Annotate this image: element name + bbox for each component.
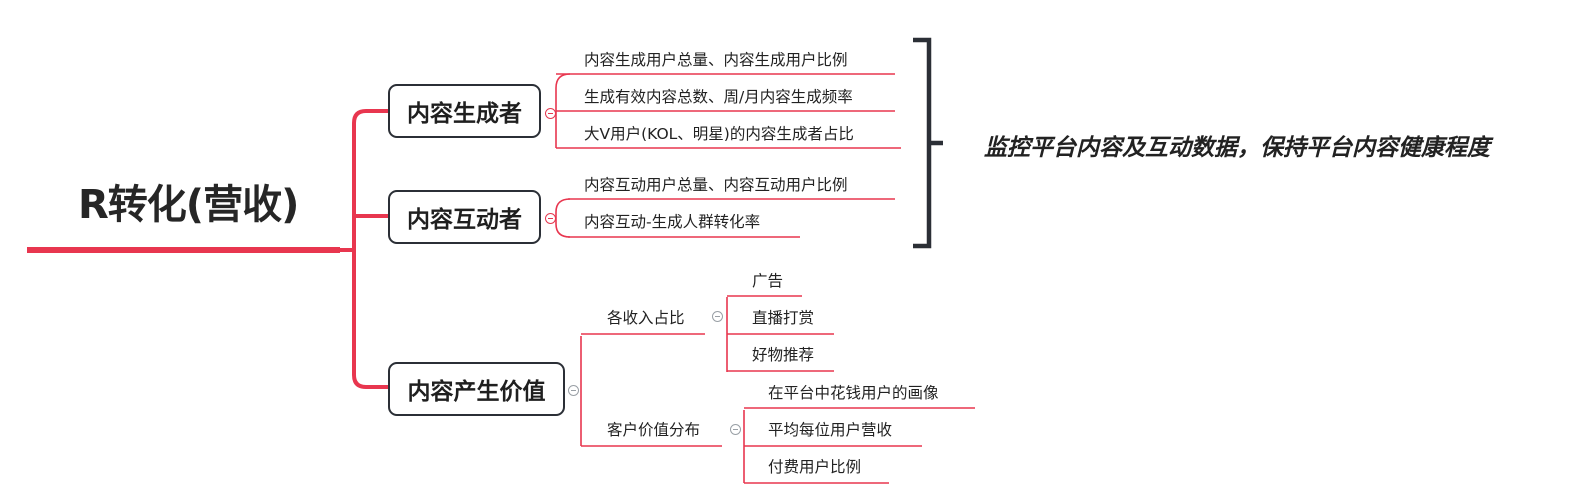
leaf-payer-profile[interactable]: 在平台中花钱用户的画像 [768, 384, 939, 402]
summary-label[interactable]: 监控平台内容及互动数据，保持平台内容健康程度 [984, 135, 1490, 161]
collapse-icon[interactable] [730, 424, 741, 435]
leaf-creator-kol-share[interactable]: 大V用户(KOL、明星)的内容生成者占比 [584, 125, 854, 143]
collapse-icon[interactable] [545, 213, 556, 224]
branch-trunk [340, 109, 389, 389]
leaf-ads[interactable]: 广告 [752, 272, 784, 290]
leaf-interactor-total[interactable]: 内容互动用户总量、内容互动用户比例 [584, 176, 848, 194]
leaf-live-tips[interactable]: 直播打赏 [752, 309, 815, 327]
topic-content-creator[interactable]: 内容生成者 [388, 84, 541, 138]
topic-content-interactor[interactable]: 内容互动者 [388, 190, 541, 244]
collapse-icon[interactable] [545, 108, 556, 119]
summary-bracket [913, 37, 943, 249]
leaf-creator-total[interactable]: 内容生成用户总量、内容生成用户比例 [584, 51, 848, 69]
leaf-interactor-conversion[interactable]: 内容互动-生成人群转化率 [584, 213, 761, 231]
collapse-icon[interactable] [568, 385, 579, 396]
branch-topic2 [555, 198, 571, 238]
sub-revenue-share[interactable]: 各收入占比 [607, 309, 685, 327]
root-topic[interactable]: R转化(营收) [78, 182, 299, 228]
leaf-arpu[interactable]: 平均每位用户营收 [768, 421, 893, 439]
sub-customer-value[interactable]: 客户价值分布 [607, 421, 701, 439]
leaf-product-recommend[interactable]: 好物推荐 [752, 346, 815, 364]
leaf-paying-ratio[interactable]: 付费用户比例 [768, 458, 862, 476]
collapse-icon[interactable] [712, 311, 723, 322]
leaf-creator-frequency[interactable]: 生成有效内容总数、周/月内容生成频率 [584, 88, 853, 106]
topic-content-value[interactable]: 内容产生价值 [388, 362, 565, 416]
